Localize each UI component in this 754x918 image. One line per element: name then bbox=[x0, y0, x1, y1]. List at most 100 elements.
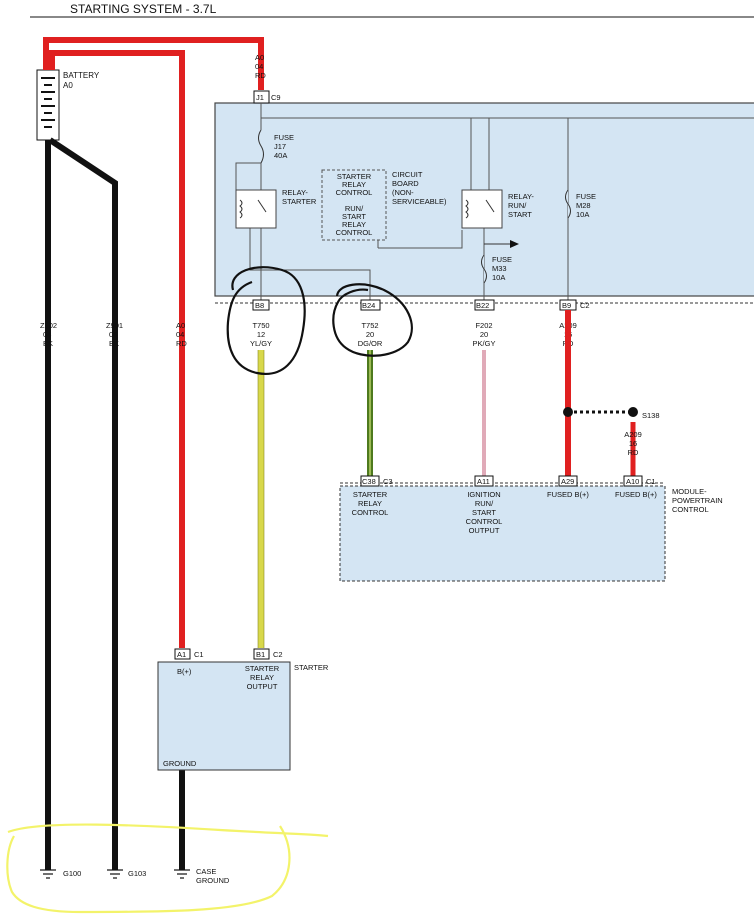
svg-text:PK/GY: PK/GY bbox=[473, 339, 496, 348]
svg-text:RD: RD bbox=[628, 448, 639, 457]
svg-text:START: START bbox=[472, 508, 496, 517]
svg-text:RELAY: RELAY bbox=[342, 220, 366, 229]
diagram-title: STARTING SYSTEM - 3.7L bbox=[70, 2, 217, 16]
svg-text:B8: B8 bbox=[255, 301, 264, 310]
battery-id: A0 bbox=[63, 81, 73, 90]
svg-text:B22: B22 bbox=[476, 301, 489, 310]
pcm-input-ignition: IGNITION RUN/ START CONTROL OUTPUT bbox=[466, 490, 503, 535]
svg-text:CONTROL: CONTROL bbox=[672, 505, 709, 514]
svg-text:(NON-: (NON- bbox=[392, 188, 414, 197]
fuse-j17-line-2: J17 bbox=[274, 142, 286, 151]
pdc-connector-c2: C2 bbox=[580, 301, 590, 310]
pdc-pin-b22: B22 bbox=[474, 299, 495, 311]
svg-text:A29: A29 bbox=[561, 477, 574, 486]
battery bbox=[36, 69, 60, 141]
fuse-j17-symbol bbox=[258, 129, 264, 164]
fuse-m28-line-1: FUSE bbox=[576, 192, 596, 201]
splice-dot-right bbox=[628, 407, 638, 417]
svg-text:RELAY: RELAY bbox=[342, 180, 366, 189]
c9-connector-label: C9 bbox=[271, 93, 281, 102]
fuse-m33-line-3: 10A bbox=[492, 273, 505, 282]
svg-text:CONTROL: CONTROL bbox=[352, 508, 389, 517]
svg-text:04: 04 bbox=[176, 330, 184, 339]
svg-text:T752: T752 bbox=[361, 321, 378, 330]
fuse-m28-symbol bbox=[565, 189, 571, 219]
arrow-right-icon bbox=[510, 240, 519, 248]
pcm-input-fused-b1: FUSED B(+) bbox=[547, 490, 589, 499]
fuse-m33-line-1: FUSE bbox=[492, 255, 512, 264]
fuse-j17-line-3: 40A bbox=[274, 151, 287, 160]
annotation-circle-t750 bbox=[226, 266, 306, 375]
fuse-m33-line-2: M33 bbox=[492, 264, 507, 273]
relay-starter-line-1: RELAY- bbox=[282, 188, 308, 197]
svg-text:04: 04 bbox=[43, 330, 51, 339]
svg-text:12: 12 bbox=[257, 330, 265, 339]
pdc-pin-b8: B8 bbox=[252, 299, 270, 311]
svg-text:STARTER: STARTER bbox=[337, 172, 372, 181]
circuit-board-note: CIRCUIT BOARD (NON- SERVICEABLE) bbox=[392, 170, 447, 206]
svg-text:06: 06 bbox=[109, 330, 117, 339]
black-wire-z901 bbox=[48, 137, 118, 870]
starter-pin-b1: B1 bbox=[253, 648, 270, 660]
pcm-input-fused-b2: FUSED B(+) bbox=[615, 490, 657, 499]
annotation-highlight-grounds bbox=[6, 823, 329, 914]
top-wire-line-2: 04 bbox=[255, 62, 263, 71]
fuse-m28-line-2: M28 bbox=[576, 201, 591, 210]
relay-run-start-line-2: RUN/ bbox=[508, 201, 527, 210]
fuse-m28-line-3: 10A bbox=[576, 210, 589, 219]
svg-text:OUTPUT: OUTPUT bbox=[469, 526, 500, 535]
pcm-input-starter-relay-control: STARTER RELAY CONTROL bbox=[352, 490, 389, 517]
svg-text:DG/OR: DG/OR bbox=[358, 339, 383, 348]
wire-label-f202: F202 20 PK/GY bbox=[473, 321, 496, 348]
svg-text:CIRCUIT: CIRCUIT bbox=[392, 170, 423, 179]
pdc-pin-b9: B9 bbox=[559, 299, 577, 311]
svg-text:RUN/: RUN/ bbox=[475, 499, 494, 508]
svg-text:16: 16 bbox=[629, 439, 637, 448]
relay-run-start-switch bbox=[485, 199, 495, 213]
wire-label-z901: Z901 06 BK bbox=[106, 321, 123, 348]
svg-text:IGNITION: IGNITION bbox=[467, 490, 500, 499]
fuse-m33-symbol bbox=[481, 254, 487, 284]
ground-case-line-2: GROUND bbox=[196, 876, 230, 885]
svg-text:20: 20 bbox=[366, 330, 374, 339]
svg-text:RD: RD bbox=[176, 339, 187, 348]
wire-label-a0: A0 04 RD bbox=[176, 321, 187, 348]
svg-text:BK: BK bbox=[109, 339, 119, 348]
svg-text:A10: A10 bbox=[626, 477, 639, 486]
svg-text:MODULE-: MODULE- bbox=[672, 487, 707, 496]
svg-text:RELAY: RELAY bbox=[358, 499, 382, 508]
starter-ground: GROUND bbox=[163, 759, 197, 768]
svg-text:A11: A11 bbox=[477, 477, 490, 486]
ground-g103: G103 bbox=[128, 869, 146, 878]
battery-label: BATTERY bbox=[63, 71, 100, 80]
top-wire-line-3: RD bbox=[255, 71, 266, 80]
svg-text:RELAY: RELAY bbox=[250, 673, 274, 682]
svg-text:C38: C38 bbox=[362, 477, 376, 486]
relay-starter-box bbox=[235, 189, 277, 229]
svg-text:20: 20 bbox=[480, 330, 488, 339]
starter-relay-output: STARTER RELAY OUTPUT bbox=[245, 664, 280, 691]
svg-text:CONTROL: CONTROL bbox=[336, 188, 373, 197]
pcm-pin-a11: A11 bbox=[474, 475, 494, 487]
svg-text:T750: T750 bbox=[252, 321, 269, 330]
ground-icon bbox=[40, 869, 190, 879]
svg-text:B1: B1 bbox=[256, 650, 265, 659]
svg-text:CONTROL: CONTROL bbox=[336, 228, 373, 237]
wire-label-t752: T752 20 DG/OR bbox=[358, 321, 383, 348]
top-wire-line-1: A0 bbox=[255, 53, 264, 62]
starter-label: STARTER bbox=[294, 663, 329, 672]
relay-run-start-line-3: START bbox=[508, 210, 532, 219]
j1-connector-label: J1 bbox=[256, 93, 264, 102]
svg-text:OUTPUT: OUTPUT bbox=[247, 682, 278, 691]
relay-starter-switch bbox=[257, 199, 267, 213]
starter-pin-a1: A1 bbox=[174, 648, 191, 660]
pcm-conn-c1: C1 bbox=[646, 477, 656, 486]
red-wire-a0-starter bbox=[49, 50, 185, 648]
pdc-pin-b24: B24 bbox=[360, 299, 381, 311]
svg-text:BK: BK bbox=[43, 339, 53, 348]
svg-text:YL/GY: YL/GY bbox=[250, 339, 272, 348]
pcm-conn-c3: C3 bbox=[383, 477, 393, 486]
circuit-board-box-text: STARTER RELAY CONTROL RUN/ START RELAY C… bbox=[336, 172, 373, 237]
svg-text:Z901: Z901 bbox=[106, 321, 123, 330]
